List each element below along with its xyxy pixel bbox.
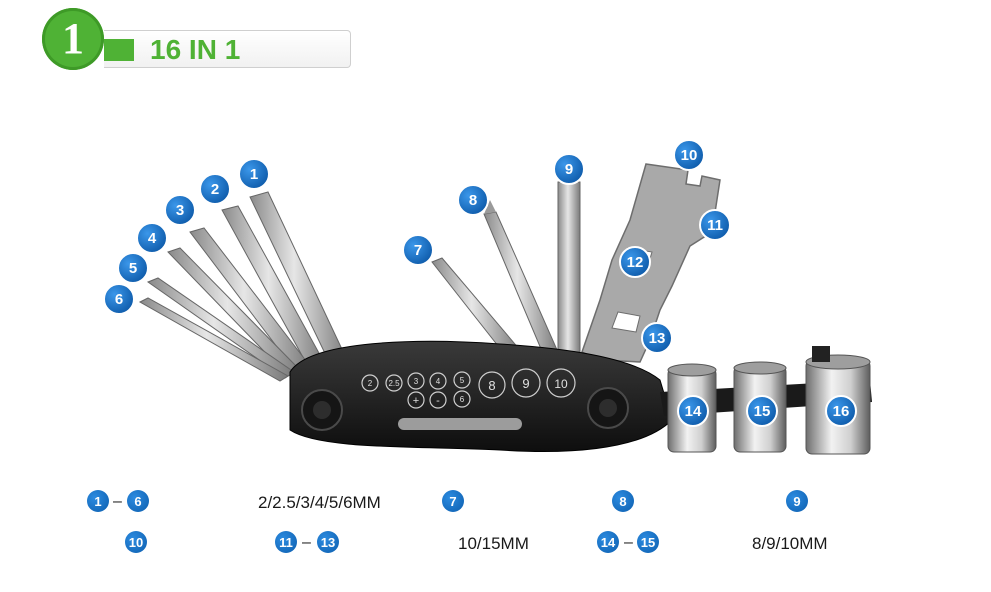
svg-text:13: 13 bbox=[649, 330, 666, 347]
callouts: 1 2 3 4 5 6 7 8 9 10 11 12 13 14 15 16 bbox=[103, 139, 857, 427]
callout-3: 3 bbox=[164, 194, 196, 226]
legend-badge-7: 7 bbox=[442, 490, 464, 512]
legend-hex-sizes: 2/2.5/3/4/5/6MM bbox=[258, 493, 381, 512]
legend-row-2: 10 11 – 13 10/15MM 14 – 15 8/9/10MM bbox=[0, 531, 991, 561]
legend-badge-14: 14 bbox=[597, 531, 619, 553]
callout-7: 7 bbox=[402, 234, 434, 266]
svg-text:9: 9 bbox=[565, 161, 573, 178]
legend-wrench-sizes: 10/15MM bbox=[458, 534, 529, 553]
marking-4: 4 bbox=[436, 377, 441, 386]
legend-badge-9: 9 bbox=[786, 490, 808, 512]
legend-dash: – bbox=[113, 493, 122, 510]
svg-text:16: 16 bbox=[833, 403, 850, 420]
marking-3: 3 bbox=[414, 377, 419, 386]
header-title-bar: 16 IN 1 bbox=[104, 30, 351, 68]
svg-text:5: 5 bbox=[129, 260, 137, 277]
header-number-badge: 1 bbox=[42, 8, 104, 70]
legend-badge-13: 13 bbox=[317, 531, 339, 553]
tool-body: 2 2.5 3 4 5 + - 6 8 9 10 bbox=[289, 340, 673, 453]
svg-text:14: 14 bbox=[685, 403, 702, 420]
callout-8: 8 bbox=[457, 184, 489, 216]
svg-text:1: 1 bbox=[250, 166, 258, 183]
legend-badge-10: 10 bbox=[125, 531, 147, 553]
callout-4: 4 bbox=[136, 222, 168, 254]
legend-badge-1: 1 bbox=[87, 490, 109, 512]
callout-5: 5 bbox=[117, 252, 149, 284]
callout-16: 16 bbox=[825, 395, 857, 427]
legend-socket-sizes: 8/9/10MM bbox=[752, 534, 828, 553]
body-markings: 2 2.5 3 4 5 + - 6 8 9 10 bbox=[368, 376, 568, 407]
marking-plus: + bbox=[413, 395, 419, 407]
legend-badge-6: 6 bbox=[127, 490, 149, 512]
svg-text:10: 10 bbox=[681, 147, 698, 164]
callout-15: 15 bbox=[746, 395, 778, 427]
svg-text:2: 2 bbox=[211, 181, 219, 198]
marking-8: 8 bbox=[488, 378, 495, 393]
callout-13: 13 bbox=[641, 322, 673, 354]
svg-text:8: 8 bbox=[469, 192, 477, 209]
legend-badge-8: 8 bbox=[612, 490, 634, 512]
callout-6: 6 bbox=[103, 283, 135, 315]
spoke-wrench bbox=[581, 163, 721, 363]
screwdriver-bits bbox=[431, 181, 581, 357]
legend-dash: – bbox=[302, 534, 311, 551]
svg-text:15: 15 bbox=[754, 403, 771, 420]
marking-2: 2 bbox=[368, 379, 373, 388]
legend-badge-15: 15 bbox=[637, 531, 659, 553]
callout-10: 10 bbox=[673, 139, 705, 171]
callout-1: 1 bbox=[238, 158, 270, 190]
page-title: 16 IN 1 bbox=[150, 34, 241, 65]
marking-minus: - bbox=[436, 395, 440, 407]
marking-10: 10 bbox=[554, 377, 568, 391]
svg-text:6: 6 bbox=[115, 291, 123, 308]
marking-5: 5 bbox=[460, 376, 465, 385]
svg-text:7: 7 bbox=[414, 242, 422, 259]
legend-badge-11: 11 bbox=[275, 531, 297, 553]
svg-text:11: 11 bbox=[707, 217, 723, 234]
marking-2-5: 2.5 bbox=[388, 379, 400, 388]
callout-12: 12 bbox=[619, 246, 651, 278]
legend-row-1: 1 – 6 2/2.5/3/4/5/6MM 7 8 9 bbox=[0, 490, 991, 520]
header-number: 1 bbox=[62, 14, 84, 63]
callout-9: 9 bbox=[553, 153, 585, 185]
svg-text:12: 12 bbox=[627, 254, 644, 271]
svg-text:4: 4 bbox=[148, 230, 157, 247]
callout-11: 11 bbox=[699, 209, 731, 241]
marking-6: 6 bbox=[460, 395, 465, 404]
callout-2: 2 bbox=[199, 173, 231, 205]
svg-text:3: 3 bbox=[176, 202, 184, 219]
marking-9: 9 bbox=[522, 376, 529, 391]
callout-14: 14 bbox=[677, 395, 709, 427]
legend-dash: – bbox=[624, 534, 633, 551]
header-stripe bbox=[104, 39, 134, 61]
